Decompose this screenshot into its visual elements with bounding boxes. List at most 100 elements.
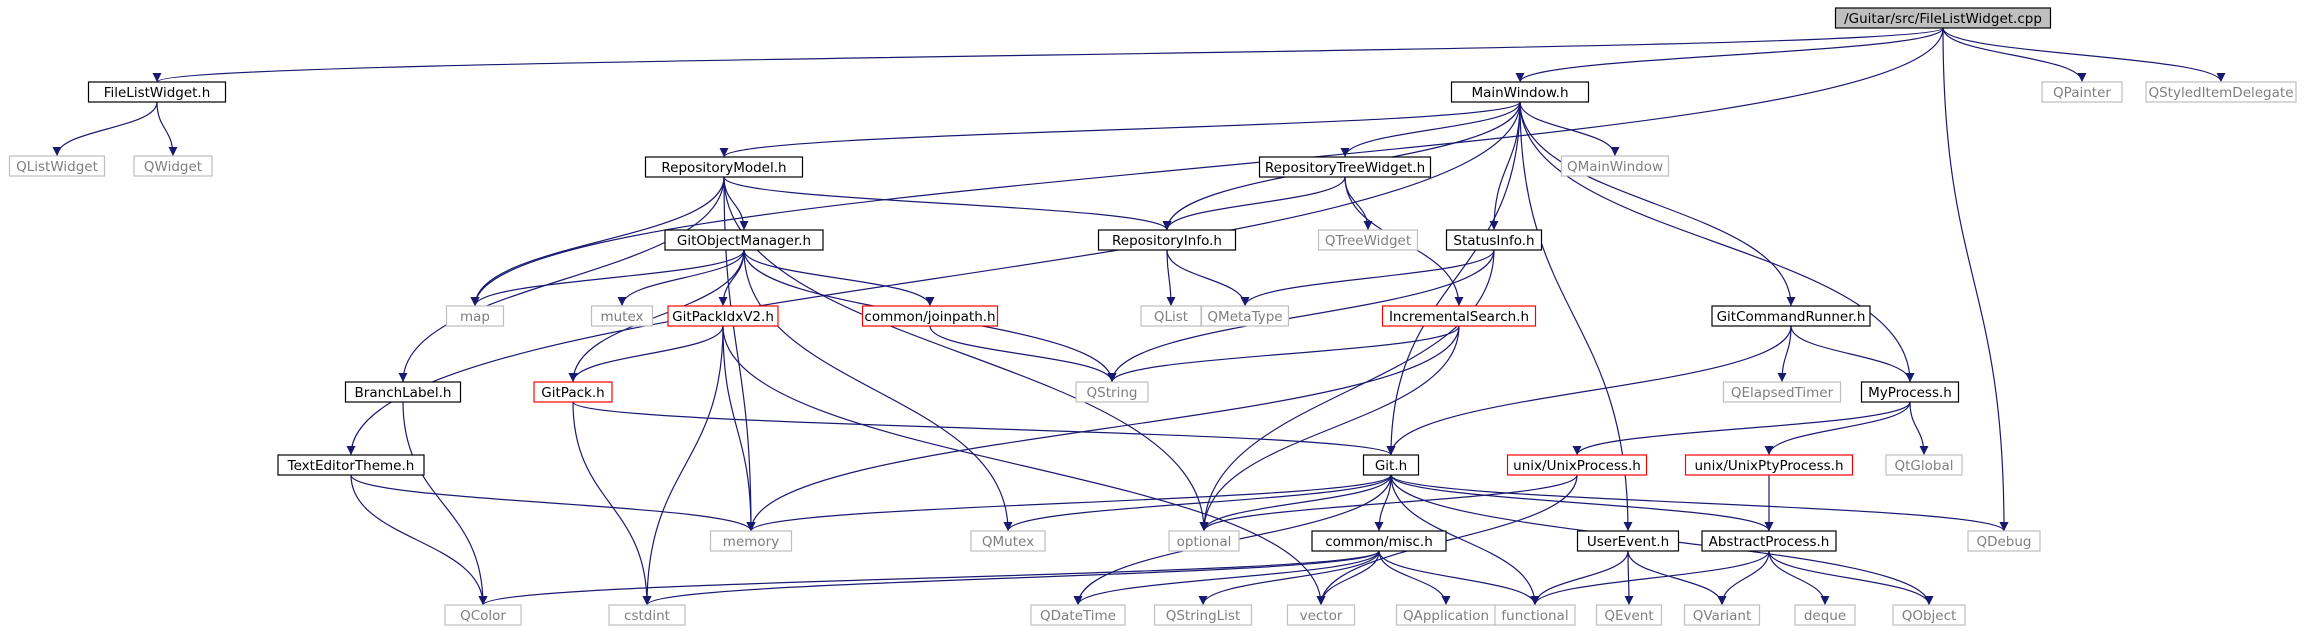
node-abstractprocess[interactable]: AbstractProcess.h bbox=[1701, 530, 1837, 552]
edge-root-to-qpainter bbox=[1942, 27, 2087, 83]
node-box-qevent bbox=[1595, 604, 1663, 626]
edge-commonmisc-to-qapplication bbox=[1378, 550, 1451, 606]
edge-flw-to-qlistwidget bbox=[52, 101, 158, 157]
edge-userevent-to-qevent bbox=[1624, 550, 1634, 606]
node-box-qcolor bbox=[444, 604, 522, 626]
node-repomodel[interactable]: RepositoryModel.h bbox=[644, 156, 804, 178]
node-label-incsearch: IncrementalSearch.h bbox=[1389, 309, 1529, 325]
node-map: map bbox=[445, 305, 505, 327]
node-label-qstring: QString bbox=[1087, 385, 1138, 401]
node-box-mutex bbox=[590, 305, 654, 327]
edge-repomodel-to-map bbox=[470, 176, 725, 307]
node-optional: optional bbox=[1168, 530, 1240, 552]
node-branchlabel[interactable]: BranchLabel.h bbox=[344, 381, 462, 403]
node-qmainwindow: QMainWindow bbox=[1560, 155, 1670, 177]
node-deque: deque bbox=[1794, 604, 1856, 626]
node-qtreewidget: QTreeWidget bbox=[1317, 229, 1419, 251]
node-box-qtglobal bbox=[1885, 454, 1963, 476]
node-label-qmetatype: QMetaType bbox=[1207, 309, 1282, 325]
node-box-incsearch bbox=[1381, 305, 1537, 327]
node-incsearch[interactable]: IncrementalSearch.h bbox=[1381, 305, 1537, 327]
node-qmutex: QMutex bbox=[970, 530, 1046, 552]
node-box-qmutex bbox=[970, 530, 1046, 552]
node-label-flw: FileListWidget.h bbox=[104, 85, 211, 101]
node-memory: memory bbox=[709, 530, 793, 552]
node-box-flw bbox=[87, 81, 227, 103]
node-box-commonmisc bbox=[1311, 530, 1447, 552]
node-gitpackidx[interactable]: GitPackIdxV2.h bbox=[667, 305, 779, 327]
node-label-qlist: QList bbox=[1154, 309, 1188, 325]
edge-statusinfo-to-optional bbox=[1199, 249, 1495, 532]
edge-layer bbox=[52, 27, 2226, 606]
node-vector: vector bbox=[1286, 604, 1356, 626]
node-repoinfo[interactable]: RepositoryInfo.h bbox=[1097, 229, 1237, 251]
node-statusinfo[interactable]: StatusInfo.h bbox=[1445, 229, 1543, 251]
node-layer: /Guitar/src/FileListWidget.cppFileListWi… bbox=[8, 7, 2297, 626]
edge-commonmisc-to-qcolor bbox=[478, 550, 1380, 606]
edge-commonmisc-to-qstringlist bbox=[1198, 550, 1380, 606]
node-box-joinpath bbox=[861, 305, 999, 327]
node-label-mutex: mutex bbox=[600, 309, 643, 325]
edge-gitcmdrunner-to-qelapsedtimer bbox=[1777, 325, 1792, 383]
node-box-map bbox=[445, 305, 505, 327]
node-box-gitpack bbox=[533, 381, 613, 403]
node-label-repomodel: RepositoryModel.h bbox=[661, 160, 786, 176]
node-qcolor: QColor bbox=[444, 604, 522, 626]
node-repotree[interactable]: RepositoryTreeWidget.h bbox=[1258, 156, 1432, 178]
node-box-texteditortheme bbox=[277, 454, 425, 476]
node-label-qmutex: QMutex bbox=[982, 534, 1034, 550]
node-qdebug: QDebug bbox=[1967, 530, 2041, 552]
edge-commonmisc-to-qdatetime bbox=[1073, 550, 1380, 606]
edge-git-to-functional bbox=[1390, 474, 1540, 606]
node-label-qstringlist: QStringList bbox=[1166, 608, 1241, 624]
node-box-myprocess bbox=[1860, 381, 1960, 403]
node-label-git: Git.h bbox=[1375, 458, 1407, 474]
node-box-qdatetime bbox=[1030, 604, 1126, 626]
edge-gitobjmgr-to-gitpack bbox=[568, 249, 745, 383]
node-box-vector bbox=[1286, 604, 1356, 626]
edge-git-to-memory bbox=[746, 474, 1392, 532]
node-commonmisc[interactable]: common/misc.h bbox=[1311, 530, 1447, 552]
node-label-qwidget: QWidget bbox=[144, 159, 202, 175]
node-label-statusinfo: StatusInfo.h bbox=[1453, 233, 1534, 249]
edge-mainwindow-to-qmainwindow bbox=[1519, 101, 1620, 157]
node-gitcmdrunner[interactable]: GitCommandRunner.h bbox=[1711, 305, 1871, 327]
node-texteditortheme[interactable]: TextEditorTheme.h bbox=[277, 454, 425, 476]
edge-unixprocess-to-optional bbox=[1199, 474, 1578, 532]
node-label-qdebug: QDebug bbox=[1976, 534, 2031, 550]
node-box-qmetatype bbox=[1200, 305, 1290, 327]
node-label-qstyleditemdelegate: QStyledItemDelegate bbox=[2148, 85, 2293, 101]
node-userevent[interactable]: UserEvent.h bbox=[1576, 530, 1680, 552]
node-box-repoinfo bbox=[1097, 229, 1237, 251]
node-myprocess[interactable]: MyProcess.h bbox=[1860, 381, 1960, 403]
node-box-unixpty bbox=[1684, 454, 1854, 476]
node-label-vector: vector bbox=[1300, 608, 1343, 624]
edge-gitpackidx-to-memory bbox=[722, 325, 756, 532]
node-unixprocess[interactable]: unix/UnixProcess.h bbox=[1506, 454, 1648, 476]
node-gitobjmgr[interactable]: GitObjectManager.h bbox=[664, 229, 824, 251]
node-box-cstdint bbox=[608, 604, 686, 626]
node-box-userevent bbox=[1576, 530, 1680, 552]
node-box-qtreewidget bbox=[1317, 229, 1419, 251]
node-mainwindow[interactable]: MainWindow.h bbox=[1450, 81, 1590, 103]
node-root[interactable]: /Guitar/src/FileListWidget.cpp bbox=[1834, 7, 2052, 29]
edge-commonmisc-to-cstdint bbox=[642, 550, 1380, 606]
edge-root-to-map bbox=[470, 27, 1944, 307]
node-label-functional: functional bbox=[1501, 608, 1568, 624]
node-flw[interactable]: FileListWidget.h bbox=[87, 81, 227, 103]
edge-mainwindow-to-texteditortheme bbox=[346, 101, 1521, 456]
node-label-joinpath: common/joinpath.h bbox=[864, 309, 995, 325]
node-box-git bbox=[1362, 454, 1420, 476]
node-gitpack[interactable]: GitPack.h bbox=[533, 381, 613, 403]
node-joinpath[interactable]: common/joinpath.h bbox=[861, 305, 999, 327]
edge-gitpackidx-to-gitpack bbox=[568, 325, 724, 383]
edge-branchlabel-to-qcolor bbox=[402, 401, 488, 606]
node-unixpty[interactable]: unix/UnixPtyProcess.h bbox=[1684, 454, 1854, 476]
node-qelapsedtimer: QElapsedTimer bbox=[1722, 381, 1842, 403]
node-git[interactable]: Git.h bbox=[1362, 454, 1420, 476]
edge-abstractprocess-to-deque bbox=[1768, 550, 1830, 606]
node-label-qmainwindow: QMainWindow bbox=[1567, 159, 1663, 175]
node-box-qstring bbox=[1075, 381, 1149, 403]
node-box-functional bbox=[1494, 604, 1576, 626]
